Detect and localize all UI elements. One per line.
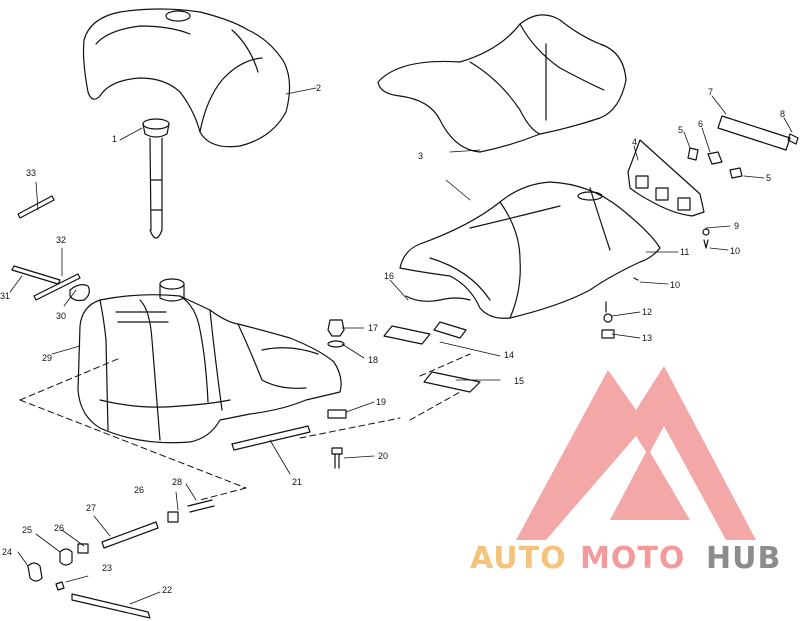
pad-part xyxy=(383,325,431,345)
callout-31: 31 xyxy=(0,291,11,301)
automotohub-logo xyxy=(516,366,756,540)
callout-18: 18 xyxy=(368,355,379,365)
clip-part xyxy=(69,284,90,302)
callout-1: 1 xyxy=(112,134,118,144)
callout-12: 12 xyxy=(642,307,653,317)
callout-14: 14 xyxy=(504,350,515,360)
watermark-auto: AUTO xyxy=(470,541,567,576)
pad-large-part xyxy=(423,371,481,393)
strap-part xyxy=(17,195,55,219)
callout-20: 20 xyxy=(378,451,389,461)
callout-25: 25 xyxy=(22,525,33,535)
callout-16: 16 xyxy=(384,271,395,281)
seat-cover-part xyxy=(377,14,627,153)
screw-part xyxy=(787,133,799,145)
callout-5-bottom: 5 xyxy=(766,173,772,183)
callout-7: 7 xyxy=(708,87,714,97)
callout-26-right: 26 xyxy=(134,485,145,495)
small-parts xyxy=(27,499,215,619)
callout-27: 27 xyxy=(86,503,97,513)
strap-32-part xyxy=(33,273,81,301)
pin-6-part xyxy=(707,151,723,165)
strip-part xyxy=(231,425,311,451)
callout-23: 23 xyxy=(102,563,113,573)
callout-32: 32 xyxy=(56,235,67,245)
plate-part xyxy=(717,115,791,151)
pad-small-part xyxy=(433,321,467,339)
rod-part xyxy=(11,265,61,285)
fuel-tank-part xyxy=(77,278,342,444)
callout-24: 24 xyxy=(2,547,13,557)
wire-part xyxy=(405,295,471,302)
callout-2: 2 xyxy=(316,83,322,93)
callout-28: 28 xyxy=(172,477,183,487)
watermark-text: AUTO MOTO HUB xyxy=(470,542,796,578)
callout-19: 19 xyxy=(376,397,387,407)
callout-10-top: 10 xyxy=(730,246,741,256)
seat-base-part xyxy=(399,181,661,319)
bracket-part xyxy=(627,139,705,217)
tank-cover-part xyxy=(82,8,291,148)
pin-5-part xyxy=(729,167,743,179)
callout-3: 3 xyxy=(418,151,424,161)
callout-30: 30 xyxy=(56,311,67,321)
callout-11: 11 xyxy=(680,247,690,257)
callout-8: 8 xyxy=(780,109,786,119)
watermark-hub: HUB xyxy=(706,541,782,576)
callout-22: 22 xyxy=(162,585,173,595)
callout-33: 33 xyxy=(26,168,37,178)
watermark-moto: MOTO xyxy=(580,541,686,576)
callout-21: 21 xyxy=(292,477,303,487)
callout-10-bottom: 10 xyxy=(670,280,681,290)
callout-15: 15 xyxy=(514,376,525,386)
pin-part xyxy=(687,147,699,161)
callout-6: 6 xyxy=(698,119,704,129)
fastener-parts xyxy=(327,319,347,469)
callout-13: 13 xyxy=(642,333,653,343)
callout-29: 29 xyxy=(42,353,53,363)
callout-4: 4 xyxy=(632,137,638,147)
callout-5-top: 5 xyxy=(678,125,684,135)
callout-9: 9 xyxy=(734,221,740,231)
callout-26-left: 26 xyxy=(54,523,65,533)
callout-17: 17 xyxy=(368,323,379,333)
fuel-sender-part xyxy=(142,118,170,239)
